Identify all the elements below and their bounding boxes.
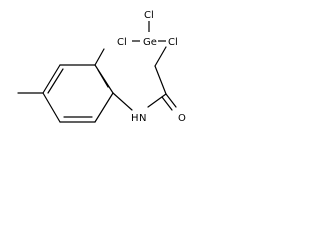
atom-cl-top: Cl [144, 10, 154, 21]
atom-cl-right: Cl [168, 37, 178, 48]
bond-ring-d [42, 92, 61, 123]
bond-n-to-carbonyl [147, 93, 167, 108]
atom-ge: Ge [143, 37, 157, 48]
chemical-structure: Cl Cl Ge Cl H N O [17, 10, 186, 124]
bond-ring-e [42, 64, 61, 94]
bond-ring-inner-3 [47, 68, 64, 94]
bond-chain-2 [154, 46, 167, 67]
bond-ring-inner-1 [97, 69, 109, 88]
bond-methyl-top [94, 48, 105, 66]
atom-n: N [139, 113, 146, 124]
bond-co-double-a [165, 93, 177, 108]
atom-cl-left: Cl [117, 37, 127, 48]
bond-co-double-b [161, 96, 173, 111]
atom-o: O [178, 113, 186, 124]
bond-chain-1 [154, 65, 167, 95]
atom-h-on-n: H [131, 113, 139, 124]
bonds [17, 46, 177, 123]
bond-ring-to-n [112, 92, 133, 111]
atom-labels: Cl Cl Ge Cl H N O [117, 10, 186, 124]
ge-bonds [132, 21, 166, 42]
bond-ring-b [94, 92, 114, 123]
bond-ring-a [94, 64, 114, 94]
